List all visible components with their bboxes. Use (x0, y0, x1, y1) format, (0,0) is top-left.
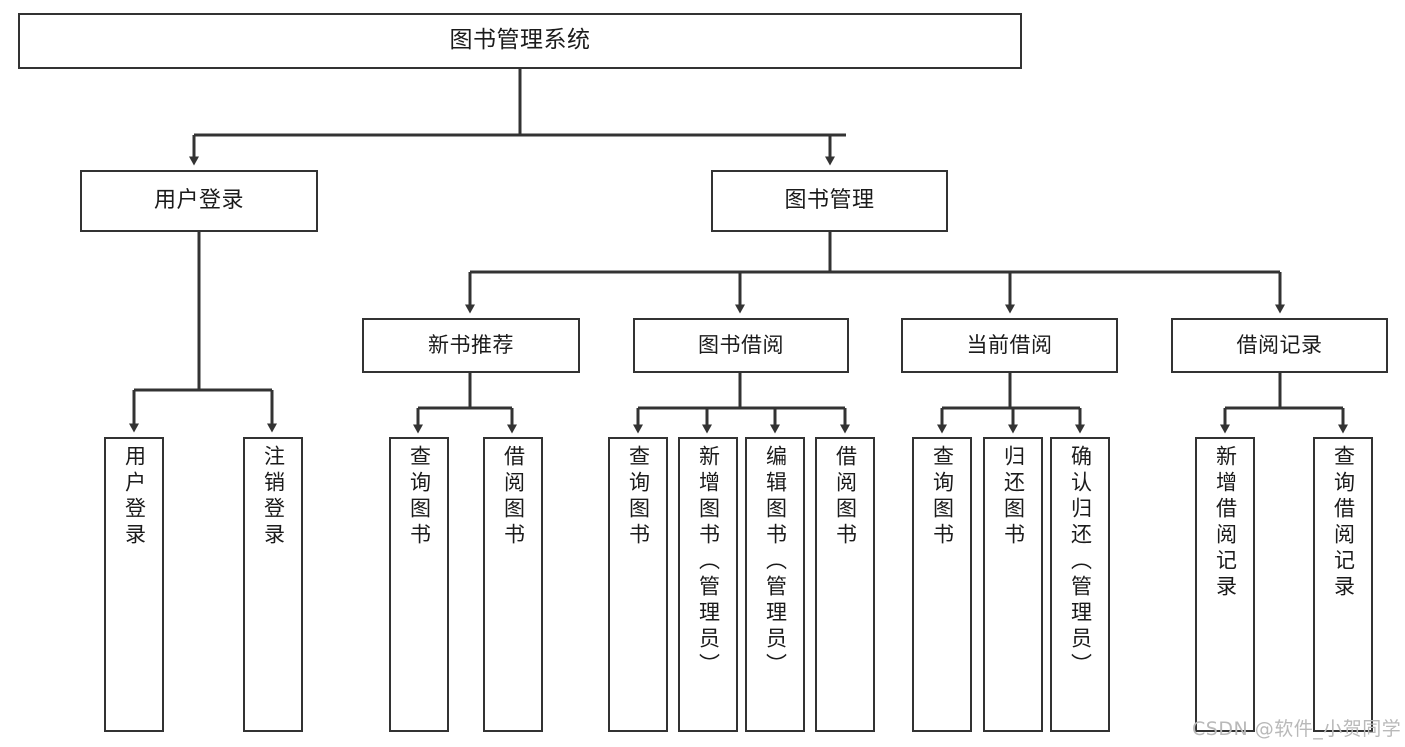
edge-root-to-level2 (189, 69, 846, 166)
node-leaf-query-book-recommend[interactable]: 查询图书 (389, 437, 449, 732)
node-label: 当前借阅 (966, 333, 1053, 358)
edge-borrowrecord-to-leaves (1220, 373, 1348, 434)
node-new-book-recommend[interactable]: 新书推荐 (362, 318, 580, 373)
node-label: 新增借阅记录 (1213, 445, 1238, 601)
node-label: 注销登录 (261, 445, 286, 549)
edge-bookborrow-to-leaves (633, 373, 850, 434)
node-leaf-borrow-book[interactable]: 借阅图书 (815, 437, 875, 732)
node-label: 查询图书 (930, 445, 955, 549)
node-borrow-record[interactable]: 借阅记录 (1171, 318, 1388, 373)
node-label: 图书管理 (784, 188, 875, 214)
edge-bookmanage-to-level3 (465, 232, 1285, 314)
node-book-borrow[interactable]: 图书借阅 (633, 318, 849, 373)
node-label: 归还图书 (1001, 445, 1026, 549)
node-label: 查询图书 (407, 445, 432, 549)
node-label: 查询借阅记录 (1331, 445, 1356, 601)
node-leaf-confirm-return-admin[interactable]: 确认归还（管理员） (1050, 437, 1110, 732)
node-label: 借阅图书 (833, 445, 858, 549)
node-leaf-query-borrow-record[interactable]: 查询借阅记录 (1313, 437, 1373, 732)
node-label: 用户登录 (122, 445, 147, 549)
node-leaf-query-book-current[interactable]: 查询图书 (912, 437, 972, 732)
node-label: 用户登录 (153, 188, 244, 214)
node-leaf-add-book-admin[interactable]: 新增图书（管理员） (678, 437, 738, 732)
edge-userlogin-to-leaves (129, 232, 277, 433)
edge-currentborrow-to-leaves (937, 373, 1085, 434)
csdn-watermark: CSDN @软件_小贺同学 (1192, 718, 1402, 740)
node-label: 新书推荐 (428, 333, 514, 358)
node-current-borrow[interactable]: 当前借阅 (901, 318, 1118, 373)
node-leaf-return-book[interactable]: 归还图书 (983, 437, 1043, 732)
node-leaf-edit-book-admin[interactable]: 编辑图书（管理员） (745, 437, 805, 732)
node-leaf-query-book[interactable]: 查询图书 (608, 437, 668, 732)
node-label: 图书管理系统 (449, 27, 591, 54)
node-book-management[interactable]: 图书管理 (711, 170, 948, 232)
node-label: 借阅记录 (1236, 333, 1323, 358)
edge-newbookrec-to-leaves (413, 373, 517, 434)
node-leaf-add-borrow-record[interactable]: 新增借阅记录 (1195, 437, 1255, 732)
node-leaf-user-login[interactable]: 用户登录 (104, 437, 164, 732)
node-leaf-borrow-book-recommend[interactable]: 借阅图书 (483, 437, 543, 732)
node-label: 编辑图书（管理员） (763, 445, 788, 679)
node-label: 新增图书（管理员） (696, 445, 721, 679)
node-label: 借阅图书 (501, 445, 526, 549)
node-user-login[interactable]: 用户登录 (80, 170, 318, 232)
node-label: 查询图书 (626, 445, 651, 549)
node-label: 确认归还（管理员） (1068, 445, 1093, 679)
node-label: 图书借阅 (698, 333, 784, 358)
node-root-book-management-system[interactable]: 图书管理系统 (18, 13, 1022, 69)
node-leaf-user-logout[interactable]: 注销登录 (243, 437, 303, 732)
